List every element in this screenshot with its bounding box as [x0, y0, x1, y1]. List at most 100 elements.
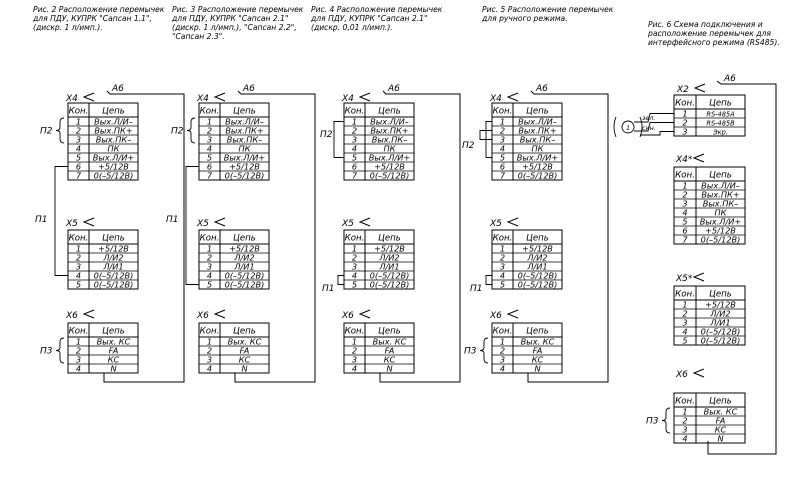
x5-table-circuit: Л/И1 [233, 262, 254, 272]
figure-caption-3: "Сапсан 2.3". [172, 32, 225, 41]
x4-table-pin: 3 [207, 135, 212, 145]
x4-table-pin: 4 [682, 208, 687, 218]
x6-table-pin: 3 [76, 355, 81, 365]
x5-table-pin: 4 [682, 327, 687, 337]
x4-table-pin: 7 [352, 171, 358, 181]
wire-green-label: зел. [642, 114, 655, 122]
x5-connector-arrow [82, 217, 95, 227]
x6-table-circuit: Вых. КС [373, 337, 407, 347]
x2-table-circuit: Экр. [712, 129, 728, 137]
jumper-p1-label: П1 [35, 215, 48, 225]
jumper-p1-label: П1 [322, 284, 335, 294]
x4-table-pin: 3 [352, 135, 357, 145]
x6-table-circuit: Вых. КС [704, 407, 738, 417]
x4-table-circuit: Вых.ПК– [703, 199, 739, 209]
jumper-p2-label: П2 [40, 127, 53, 137]
x5-table-circuit: 0(–5/12В) [701, 336, 741, 346]
figure-caption-6: Рис. 6 Схема подключения и [648, 20, 763, 29]
x5-table-circuit: 0(–5/12В) [370, 271, 410, 281]
jumper-p3-label: П3 [646, 417, 659, 427]
x5-table-pin: 5 [682, 336, 687, 346]
x5-table-pin-header: Кон. [69, 234, 89, 244]
figure-caption-2: (дискр. 1 л/имп.). [33, 23, 103, 32]
x5-table-pin: 3 [500, 262, 505, 272]
x6-table-pin: 3 [682, 425, 687, 435]
x4-connector-arrow [506, 92, 519, 102]
x2-table-circuit: RS-485B [706, 120, 735, 128]
x5-table-pin: 1 [500, 244, 505, 254]
wire-shield [640, 131, 674, 136]
x6-table [491, 322, 563, 374]
figure-caption-4: (дискр. 0,01 л/имп.). [311, 23, 393, 32]
x6-table-pin-header: Кон. [345, 327, 365, 337]
figure-caption-6: интерфейсного режима (RS485). [648, 38, 780, 47]
jumper-p3 [661, 407, 671, 434]
x6-connector-label: X6 [675, 370, 688, 380]
x6-connector-arrow [213, 309, 226, 319]
x4-table-circuit: 0(–5/12В) [94, 171, 134, 181]
x4-table-pin-header: Кон. [493, 107, 513, 117]
x6-table-circuit: Вых. КС [97, 337, 131, 347]
x5-connector-label: X5 [65, 219, 78, 229]
x4-table-circuit: 0(–5/12В) [370, 171, 410, 181]
x6-table [343, 322, 415, 374]
x4-table-pin: 4 [352, 144, 357, 154]
x5-table-circuit: Л/И1 [526, 262, 547, 272]
x6-table-pin-header: Кон. [493, 327, 513, 337]
x5-connector-label: X5 [489, 219, 502, 229]
x4-table-pin: 6 [352, 162, 357, 172]
x6-table [67, 322, 139, 374]
x4-table-circuit: +5/12В [705, 226, 736, 236]
figure-caption-3: Рис. 3 Расположение перемычек [172, 5, 304, 14]
x4-table-circuit-header: Цепь [233, 107, 256, 117]
x5-table-pin: 4 [352, 271, 357, 281]
x5-table-circuit-header: Цепь [526, 234, 549, 244]
x4-table-circuit: ПК [108, 144, 121, 154]
x2-table-circuit: RS-485A [706, 111, 735, 119]
jumper-p3 [55, 337, 65, 364]
x4-table-circuit: Вых.ПК+ [225, 126, 263, 136]
cable-sheath-left [613, 116, 617, 138]
x6-table-pin: 1 [76, 337, 81, 347]
x5-table-circuit-header: Цепь [378, 234, 401, 244]
x4-table-circuit: +5/12В [522, 162, 553, 172]
x4-table-pin: 3 [500, 135, 505, 145]
x6-table-circuit: N [534, 364, 540, 374]
a6-board-outline [379, 90, 461, 383]
x5-table-pin: 3 [76, 262, 81, 272]
x6-table-circuit: Вых. КС [228, 337, 262, 347]
x4-table-pin: 6 [207, 162, 212, 172]
x4-table-pin: 5 [682, 217, 687, 227]
x5-connector-arrow [213, 217, 226, 227]
x5-table [198, 229, 270, 290]
x6-table-pin: 3 [352, 355, 357, 365]
x5-table-circuit: 0(–5/12В) [94, 271, 134, 281]
jumper-p2-b [485, 121, 492, 158]
x5-table-pin: 1 [352, 244, 357, 254]
x4-table-pin-header: Кон. [200, 107, 220, 117]
x5-table-pin: 2 [207, 253, 212, 263]
x2-connector-label: X2 [676, 85, 689, 95]
x5-table-circuit: Л/И1 [709, 318, 730, 328]
x6-table-pin: 4 [76, 364, 81, 374]
x6-table-pin: 4 [682, 434, 687, 444]
x4-connector-arrow [213, 92, 226, 102]
figure-caption-3: (дискр. 1 л/имп.), "Сапсан 2.2", [172, 23, 297, 32]
jumper-p1 [54, 166, 68, 276]
x2-table-circuit-header: Цепь [709, 99, 732, 109]
a6-label: А6 [723, 74, 736, 84]
x5-table-circuit: Л/И2 [233, 253, 254, 263]
x4-connector-label: X4 [489, 94, 502, 104]
x5-table-circuit: +5/12В [374, 244, 405, 254]
x5-table-circuit: +5/12В [522, 244, 553, 254]
a6-label: А6 [111, 84, 124, 94]
x6-connector-label: X6 [489, 311, 502, 321]
x4-table-pin: 2 [76, 126, 81, 136]
x6-table-circuit-header: Цепь [102, 327, 125, 337]
x4-table-pin-header: Кон. [69, 107, 89, 117]
x4-table-pin: 6 [76, 162, 81, 172]
a6-board-outline [103, 90, 185, 383]
x4-connector-label: X4* [675, 155, 693, 165]
figure-caption-6: расположение перемычек для [647, 29, 771, 38]
